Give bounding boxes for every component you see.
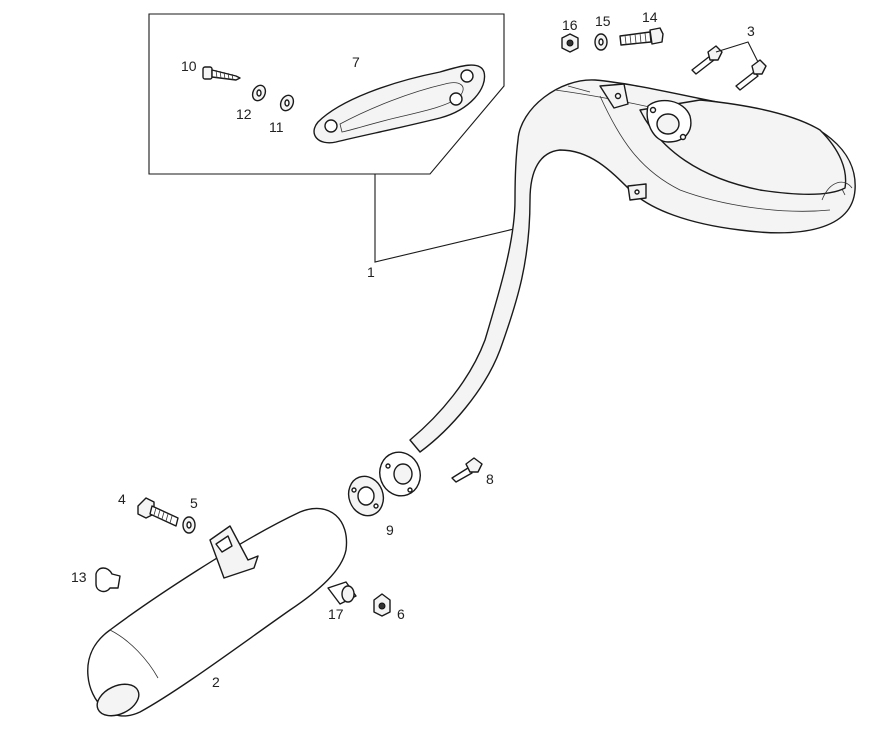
label-4: 4	[118, 491, 126, 507]
label-2: 2	[212, 674, 220, 690]
gasket-9-part	[347, 475, 385, 517]
label-12: 12	[236, 106, 252, 122]
label-1: 1	[367, 264, 375, 280]
label-15: 15	[595, 13, 611, 29]
label-3: 3	[747, 23, 755, 39]
label-17: 17	[328, 606, 344, 622]
label-9: 9	[386, 522, 394, 538]
label-7: 7	[352, 54, 360, 70]
washer-11-part	[279, 94, 295, 112]
heat-shield-part	[313, 64, 486, 144]
cap-13-part	[95, 567, 121, 593]
pipe-flange-part	[379, 451, 421, 497]
label-5: 5	[190, 495, 198, 511]
washer-12-part	[251, 84, 267, 102]
inset-frame	[148, 13, 505, 175]
label-11: 11	[269, 119, 284, 135]
label-14: 14	[642, 9, 658, 25]
bolt-14-part	[619, 27, 664, 46]
nut-16-part	[561, 33, 579, 53]
muffler-part	[87, 507, 348, 717]
label-16: 16	[562, 17, 578, 33]
exhaust-pipe-part	[409, 79, 856, 453]
label-13: 13	[71, 569, 87, 585]
spacer-17-part	[327, 581, 357, 605]
bolts-3-part	[691, 45, 767, 91]
label-8: 8	[486, 471, 494, 487]
bolt-4-part	[137, 497, 179, 527]
leader-inset-1	[374, 174, 519, 263]
washer-5-part	[182, 516, 196, 534]
nut-6-part	[373, 593, 391, 617]
label-6: 6	[397, 606, 405, 622]
label-10: 10	[181, 58, 197, 74]
bolt-8-part	[451, 457, 483, 483]
washer-15-part	[594, 33, 608, 51]
leader-3	[715, 41, 759, 63]
screw-10-part	[202, 66, 241, 81]
